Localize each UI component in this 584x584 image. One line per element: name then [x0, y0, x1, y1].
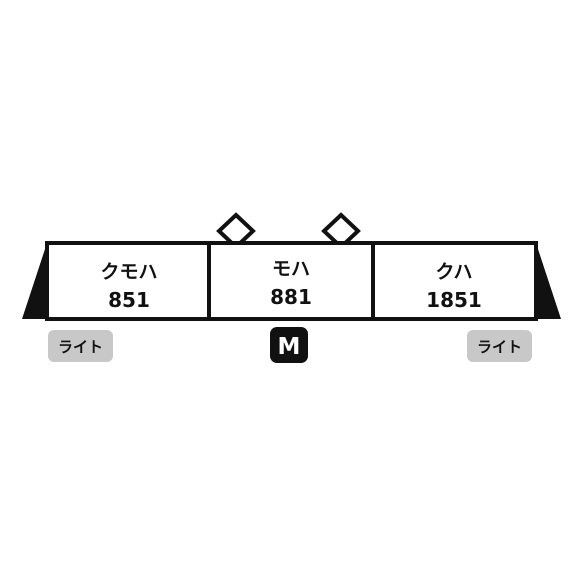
car-body-2 — [207, 241, 375, 321]
light-badge-left: ライト — [48, 330, 113, 362]
cab-end-right — [536, 243, 561, 319]
car-3-number: 1851 — [426, 288, 482, 312]
motor-badge-bg — [270, 327, 308, 363]
car-1-type: クモハ — [100, 261, 157, 283]
car-2-type: モハ — [272, 258, 310, 280]
light-badge-right: ライト — [467, 330, 532, 362]
cab-end-left — [22, 243, 47, 319]
car-body-3 — [371, 241, 538, 321]
car-1-number: 851 — [108, 288, 150, 312]
motor-badge: M — [270, 327, 308, 363]
car-body-1 — [45, 241, 211, 321]
car-3-type: クハ — [435, 261, 472, 283]
light-badge-right-label: ライト — [477, 338, 522, 356]
car-2-number: 881 — [270, 285, 312, 309]
light-badge-left-label: ライト — [58, 338, 103, 356]
light-badge-right-bg — [467, 330, 532, 362]
motor-badge-label: M — [278, 334, 301, 360]
light-badge-left-bg — [48, 330, 113, 362]
